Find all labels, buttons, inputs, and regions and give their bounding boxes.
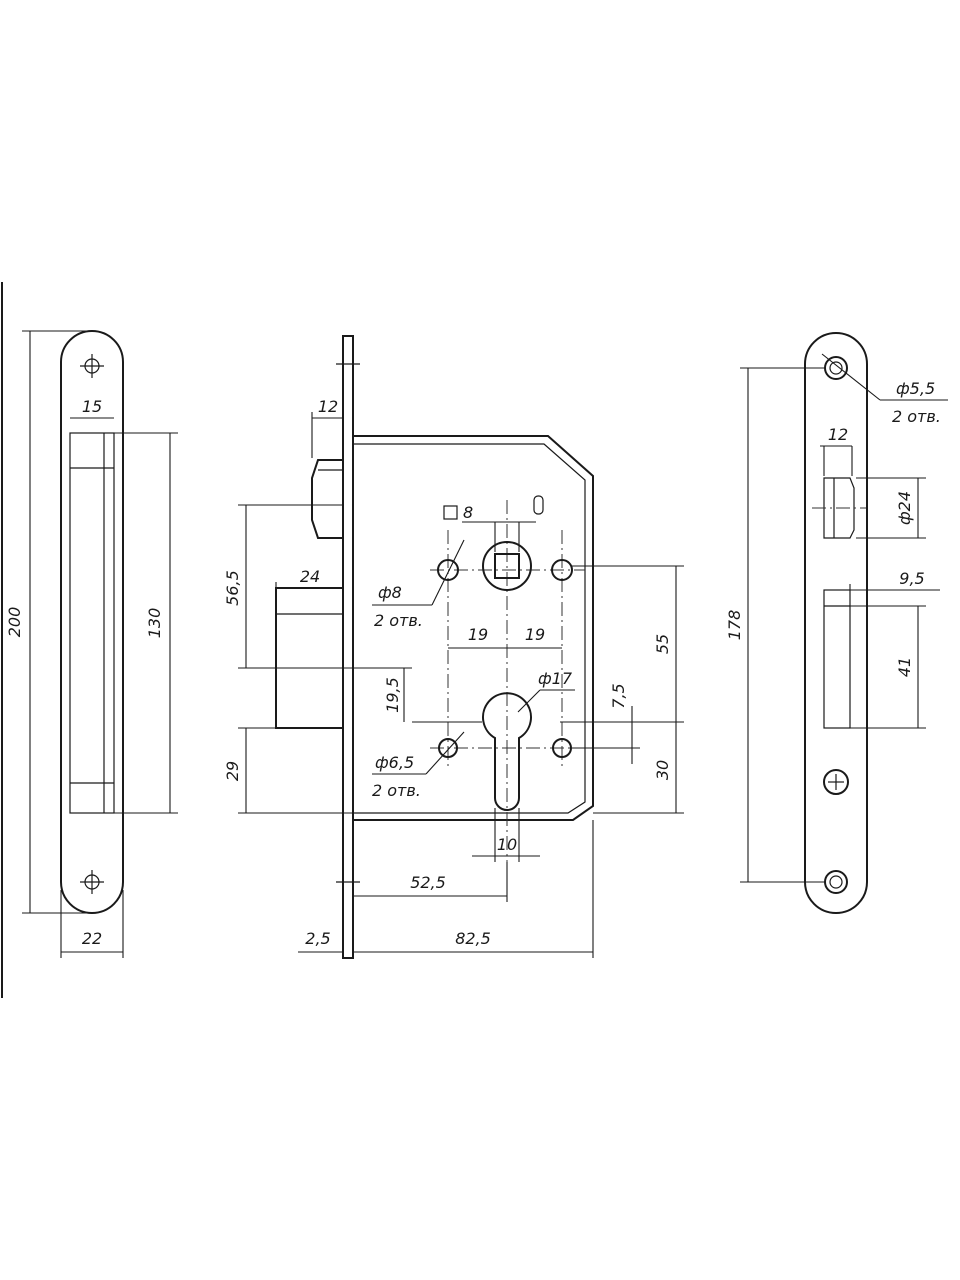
label-hole-d8: ф8 bbox=[378, 583, 402, 602]
lock-body-drawing: 12 56,5 24 29 8 ф8 2 отв. 19 19 bbox=[223, 335, 684, 959]
dim-offset-7-5: 7,5 bbox=[609, 683, 628, 708]
countersunk-hole-inner bbox=[829, 361, 843, 375]
leader-line bbox=[517, 689, 541, 713]
dim-top-width: 15 bbox=[82, 397, 102, 416]
dim-cylinder-width: 10 bbox=[497, 835, 517, 854]
spindle-square bbox=[494, 553, 520, 579]
faceplate-strip bbox=[342, 335, 354, 959]
cross-screw-icon bbox=[823, 769, 849, 795]
leader-line bbox=[425, 731, 465, 775]
mounting-hole-icon bbox=[438, 738, 458, 758]
dim-body-depth: 82,5 bbox=[455, 929, 491, 948]
square-symbol-icon bbox=[443, 505, 458, 520]
spindle-hub bbox=[482, 541, 532, 591]
label-cylinder-d: ф17 bbox=[538, 669, 573, 688]
faceplate-outline bbox=[804, 332, 868, 914]
label-hole-d5-5-count: 2 отв. bbox=[892, 407, 941, 426]
dim-latch-backset: 56,5 bbox=[223, 570, 242, 606]
dim-bolt-width-right: 9,5 bbox=[899, 569, 924, 588]
strike-slot bbox=[69, 432, 115, 814]
mounting-hole-icon bbox=[551, 559, 573, 581]
leader-line bbox=[821, 353, 881, 401]
dim-faceplate-thickness: 2,5 bbox=[305, 929, 330, 948]
left-strike-plate: 200 15 130 22 bbox=[5, 330, 178, 958]
dim-spacing-left: 19 bbox=[468, 625, 488, 644]
dim-spindle: 8 bbox=[463, 503, 473, 522]
dim-faceplate-length: 178 bbox=[725, 610, 744, 641]
dim-overall-length: 200 bbox=[5, 607, 24, 638]
dim-center-distance: 55 bbox=[653, 634, 672, 654]
countersunk-hole-icon bbox=[824, 870, 848, 894]
dim-latch-height-right: ф24 bbox=[895, 491, 914, 525]
dim-slot-length: 130 bbox=[145, 608, 164, 639]
lock-case-inner-edge bbox=[353, 443, 586, 814]
label-hole-d6-5: ф6,5 bbox=[375, 753, 414, 772]
dead-bolt bbox=[275, 587, 344, 729]
bolt-window bbox=[823, 589, 851, 729]
dim-bolt-to-bottom: 29 bbox=[223, 761, 242, 781]
label-hole-d5-5: ф5,5 bbox=[896, 379, 935, 398]
mounting-hole-icon bbox=[437, 559, 459, 581]
cylinder-profile bbox=[482, 692, 532, 811]
indicator-slot-icon bbox=[533, 495, 544, 515]
dim-backset: 52,5 bbox=[410, 873, 446, 892]
dim-latch-width: 12 bbox=[318, 397, 338, 416]
dim-to-bottom-30: 30 bbox=[653, 760, 672, 780]
lock-case-outline bbox=[352, 435, 594, 821]
dim-plate-width: 22 bbox=[82, 929, 102, 948]
label-hole-d6-5-count: 2 отв. bbox=[372, 781, 421, 800]
strike-plate-outline bbox=[60, 330, 124, 914]
leader-line bbox=[431, 539, 465, 606]
dim-offset-19-5: 19,5 bbox=[383, 677, 402, 713]
dim-bolt-height-right: 41 bbox=[895, 657, 914, 677]
latch-window bbox=[823, 477, 855, 539]
countersunk-hole-inner bbox=[829, 875, 843, 889]
label-hole-d8-count: 2 отв. bbox=[374, 611, 423, 630]
latch-tongue bbox=[311, 459, 343, 539]
dim-spacing-right: 19 bbox=[525, 625, 545, 644]
right-faceplate: ф5,5 2 отв. 12 ф24 178 9,5 41 bbox=[725, 332, 948, 914]
mounting-hole-icon bbox=[552, 738, 572, 758]
countersunk-hole-icon bbox=[824, 356, 848, 380]
dim-bolt-width: 24 bbox=[300, 567, 320, 586]
dim-latch-width-right: 12 bbox=[828, 425, 848, 444]
